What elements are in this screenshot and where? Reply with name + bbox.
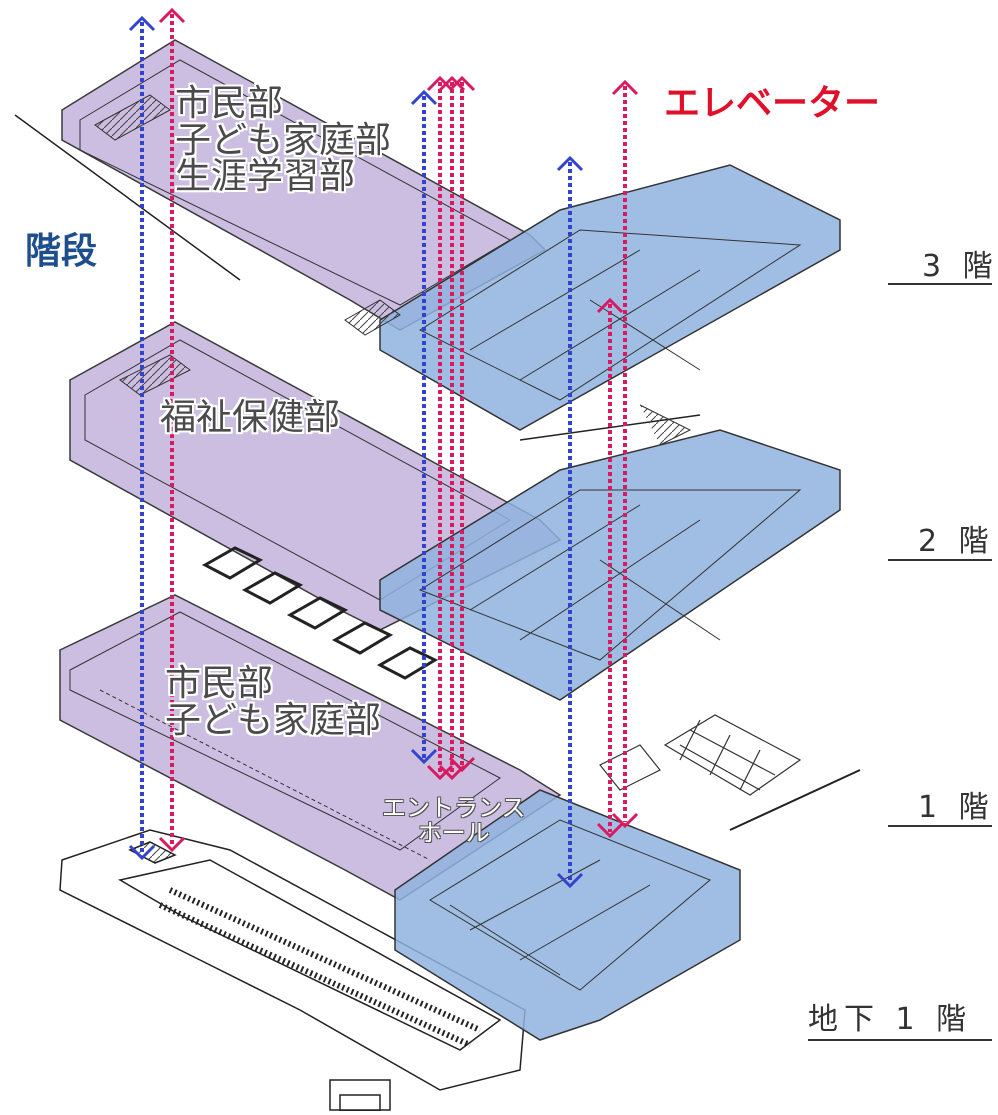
stairs-arrow xyxy=(410,89,438,765)
floor2-departments: 福祉保健部 xyxy=(160,397,341,438)
legend-stairs-label: 階段 xyxy=(25,231,98,272)
basement-floor-plan xyxy=(59,829,526,1112)
stairs-arrow xyxy=(556,155,584,889)
department-label: 子ども家庭部 xyxy=(175,119,392,161)
department-label: 市民部 xyxy=(165,663,274,704)
elevator-arrow xyxy=(158,7,186,853)
elevator-arrow xyxy=(596,297,624,839)
floor-label-1f: 1 階 xyxy=(918,790,995,825)
floor1-departments: 市民部 子ども家庭部 xyxy=(165,663,382,741)
floor-label-b1: 地下 1 階 xyxy=(808,1002,973,1037)
department-label: 生涯学習部 xyxy=(175,156,356,198)
floor-label-underlines xyxy=(808,283,992,1041)
elevator-arrow xyxy=(448,75,476,773)
floor-label-3f: 3 階 xyxy=(922,249,998,284)
floor1-plan xyxy=(59,594,861,1041)
elevator-arrow xyxy=(611,79,639,829)
stairs-arrow xyxy=(128,15,156,861)
legend-elevator-label: エレベーター xyxy=(664,83,881,124)
floor-label-2f: 2 階 xyxy=(918,524,995,559)
circulation-arrows xyxy=(128,7,639,889)
floor3-departments: 市民部 子ども家庭部 生涯学習部 xyxy=(175,83,392,198)
department-label: 子ども家庭部 xyxy=(165,699,382,741)
entrance-line: エントランス xyxy=(382,794,526,822)
entrance-line: ホール xyxy=(417,819,490,848)
department-label: 福祉保健部 xyxy=(160,397,341,438)
department-label: 市民部 xyxy=(175,83,284,124)
entrance-hall-label: エントランス ホール xyxy=(382,794,526,848)
elevator-arrow xyxy=(426,75,454,781)
